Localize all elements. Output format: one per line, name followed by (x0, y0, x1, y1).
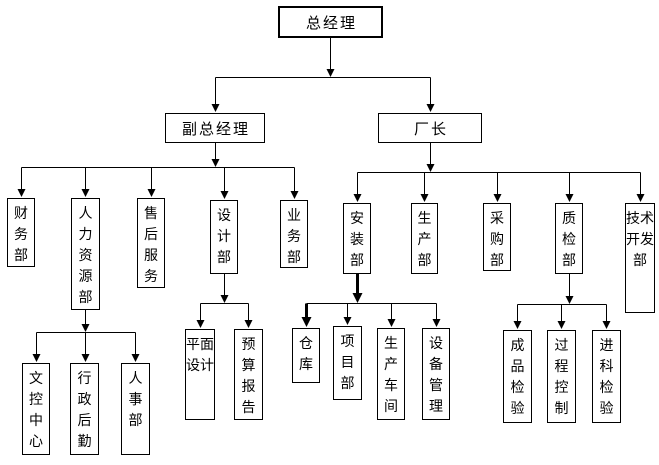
node-budget-report: 预算报告 (234, 329, 263, 420)
node-factory-director: 厂长 (378, 113, 482, 143)
node-incoming-material-inspection: 进科检验 (592, 330, 621, 423)
node-finance-dept: 财务部 (7, 198, 35, 267)
node-admin-logistics: 行政后勤 (70, 363, 99, 455)
node-after-sales-service: 售后服务 (137, 198, 165, 288)
node-purchasing-dept: 采购部 (483, 203, 511, 271)
node-personnel-dept: 人事部 (121, 363, 150, 455)
node-equipment-management: 设备管理 (422, 328, 450, 420)
node-document-control-center: 文控中心 (22, 363, 50, 455)
node-production-dept: 生产部 (411, 203, 438, 274)
node-installation-dept: 安装部 (343, 203, 371, 274)
node-business-dept: 业务部 (280, 200, 308, 268)
node-project-dept: 项目部 (333, 326, 362, 400)
node-process-control: 过程控制 (547, 330, 576, 423)
node-deputy-general-manager: 副总经理 (165, 113, 265, 143)
node-tech-development-dept: 技术开发部 (625, 203, 655, 313)
node-hr-dept: 人力资源部 (71, 198, 100, 310)
node-finished-product-inspection: 成品检验 (503, 330, 532, 423)
node-quality-inspection-dept: 质检部 (555, 203, 583, 274)
node-design-dept: 设计部 (210, 200, 238, 274)
node-warehouse: 仓库 (292, 328, 320, 383)
node-production-workshop: 生产车间 (377, 328, 405, 420)
node-graphic-design: 平面设计 (185, 329, 215, 420)
node-general-manager: 总经理 (278, 6, 383, 38)
